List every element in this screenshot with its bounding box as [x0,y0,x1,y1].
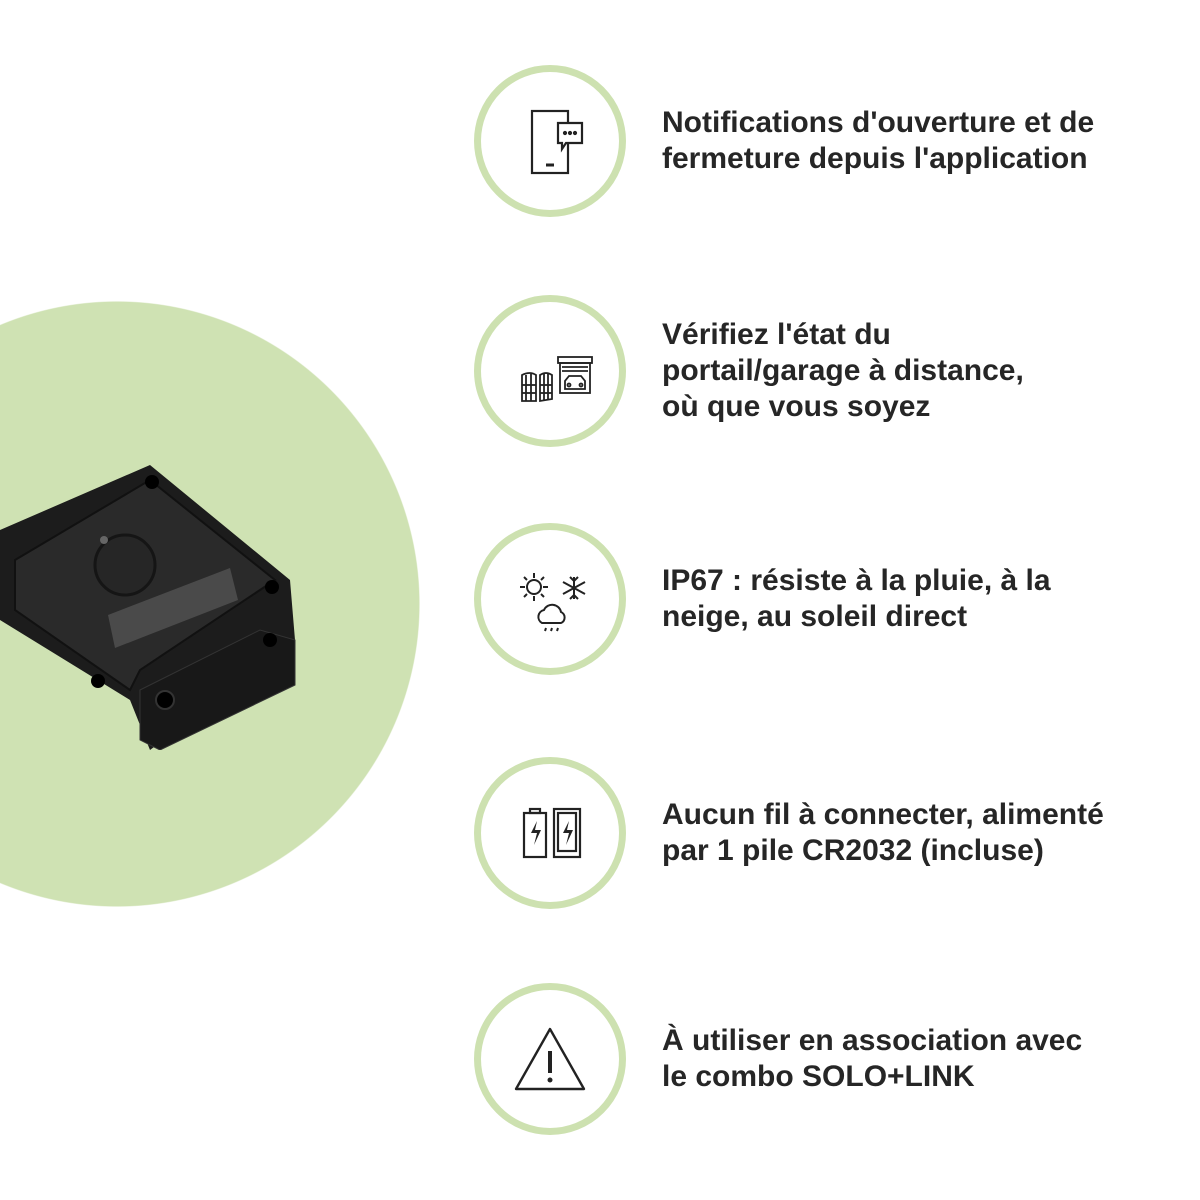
feature-ip67: IP67 : résiste à la pluie, à la neige, a… [474,523,1164,675]
feature-line: neige, au soleil direct [662,600,968,633]
icon-circle [474,523,626,675]
feature-text: À utiliser en association avec le combo … [662,1023,1162,1095]
feature-text: Notifications d'ouverture et de fermetur… [662,105,1162,177]
icon-circle [474,295,626,447]
feature-line: le combo SOLO+LINK [662,1060,975,1093]
icon-circle [474,983,626,1135]
feature-line: par 1 pile CR2032 (incluse) [662,834,1044,867]
product-image [0,465,296,750]
feature-battery: Aucun fil à connecter, alimenté par 1 pi… [474,757,1164,909]
gate-garage-icon [521,356,593,403]
weather-icon [520,573,586,632]
feature-warning: À utiliser en association avec le combo … [474,983,1164,1135]
phone-notification-icon [530,109,584,175]
feature-line: Notifications d'ouverture et de [662,106,1095,139]
feature-line: IP67 : résiste à la pluie, à la [662,564,1051,597]
feature-line: fermeture depuis l'application [662,142,1088,175]
icon-circle [474,757,626,909]
feature-line: Aucun fil à connecter, alimenté [662,798,1104,831]
feature-text: Vérifiez l'état du portail/garage à dist… [662,317,1162,425]
feature-text: IP67 : résiste à la pluie, à la neige, a… [662,563,1162,635]
feature-line: Vérifiez l'état du [662,318,891,351]
feature-line: où que vous soyez [662,390,931,423]
feature-notifications: Notifications d'ouverture et de fermetur… [474,65,1164,217]
warning-icon [514,1027,586,1091]
icon-circle [474,65,626,217]
feature-text: Aucun fil à connecter, alimenté par 1 pi… [662,797,1162,869]
feature-line: À utiliser en association avec [662,1024,1083,1057]
battery-icon [522,807,582,859]
feature-line: portail/garage à distance, [662,354,1024,387]
feature-remote-status: Vérifiez l'état du portail/garage à dist… [474,295,1164,447]
